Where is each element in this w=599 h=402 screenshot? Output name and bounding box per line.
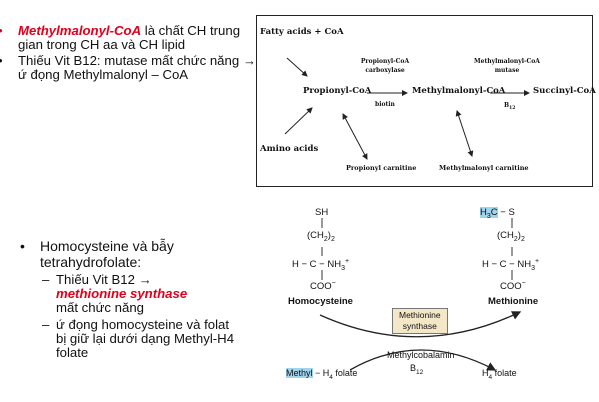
arrow-homocysteine-to-methionine bbox=[319, 311, 522, 338]
bullet-text: là chất CH trung gian trong CH aa và CH … bbox=[18, 23, 241, 52]
arrow-fatty-to-propionyl bbox=[286, 57, 308, 77]
bullet-methylmalonyl: • Methylmalonyl-CoA là chất CH trung gia… bbox=[0, 23, 258, 52]
methyl-h4-folate: Methyl − H4 folate bbox=[286, 368, 358, 381]
arrow-amino-to-propionyl bbox=[284, 107, 313, 135]
carboxylate-right: COO− bbox=[500, 280, 526, 293]
biotin-label: biotin bbox=[375, 101, 395, 108]
homocysteine-bullets: • Homocysteine và bẫy tetrahydrofolate: … bbox=[20, 238, 260, 360]
methionine-synthase-emphasis: methionine synthase bbox=[56, 286, 188, 301]
methylmalonyl-emphasis: Methylmalonyl-CoA bbox=[18, 23, 142, 38]
propionate-pathway-figure: Fatty acids + CoA Propionyl-CoA Propiony… bbox=[256, 15, 596, 187]
sh-group: SH bbox=[315, 207, 329, 218]
methyl-thio-group: H3C − S bbox=[480, 207, 515, 220]
bullet-b12-deficiency: • Thiếu Vit B12: mutase mất chức năng → … bbox=[0, 53, 258, 82]
methylmalonyl-coa-label: Methylmalonyl-CoA bbox=[412, 86, 506, 96]
bullet-dot: • bbox=[0, 54, 3, 68]
succinyl-coa-label: Succinyl-CoA bbox=[533, 86, 596, 96]
dash: – bbox=[42, 272, 50, 287]
arrow-methyl-folate-to-folate bbox=[349, 349, 497, 371]
ch2-group-left: (CH2)2 bbox=[307, 230, 335, 243]
b12-label: B12 bbox=[504, 102, 516, 112]
b12-cofactor-label: B12 bbox=[410, 363, 424, 376]
sub-text: Thiếu Vit B12 → bbox=[56, 272, 152, 287]
methylcobalamin-label: Methylcobalamin bbox=[387, 350, 455, 360]
bullet-homocysteine: • Homocysteine và bẫy tetrahydrofolate: bbox=[20, 238, 260, 270]
h4-folate: H4 folate bbox=[482, 368, 517, 381]
methionine-label: Methionine bbox=[488, 296, 539, 307]
propionyl-carnitine-label: Propionyl carnitine bbox=[346, 164, 417, 172]
propionyl-coa-label: Propionyl-CoA bbox=[303, 86, 372, 96]
arrow-propionyl-carnitine bbox=[342, 113, 368, 160]
arrow-methylmalonyl-carnitine bbox=[455, 110, 474, 157]
bullet-dot: • bbox=[20, 238, 25, 254]
amino-acids-label: Amino acids bbox=[260, 144, 319, 154]
sub-bullet-folate-trap: – ứ đọng homocysteine và folat bị giữ lạ… bbox=[42, 317, 236, 360]
carboxylate-left: COO− bbox=[310, 280, 336, 293]
fatty-acids-label: Fatty acids + CoA bbox=[260, 27, 344, 37]
bullet-text: Thiếu Vit B12: mutase mất chức năng → ứ … bbox=[18, 53, 257, 82]
methylmalonyl-carnitine-label: Methylmalonyl carnitine bbox=[439, 164, 529, 172]
methyl-highlight: Methyl bbox=[286, 368, 313, 378]
alpha-carbon-right: H − C − NH3+ bbox=[482, 258, 540, 273]
pathway-arrows bbox=[284, 57, 530, 160]
h3c-highlight: H3C bbox=[480, 207, 498, 220]
ch2-group-right: (CH2)2 bbox=[497, 230, 525, 243]
dash: – bbox=[42, 317, 50, 332]
top-bullet-list: • Methylmalonyl-CoA là chất CH trung gia… bbox=[0, 23, 258, 84]
bullet-text: Homocysteine và bẫy tetrahydrofolate: bbox=[40, 238, 174, 270]
reaction-lines bbox=[319, 218, 522, 371]
bullet-dot: • bbox=[0, 24, 3, 38]
sub-text: ứ đọng homocysteine và folat bị giữ lại … bbox=[56, 317, 235, 360]
homocysteine-label: Homocysteine bbox=[288, 296, 353, 307]
sub-text: mất chức năng bbox=[56, 300, 144, 315]
sub-bullet-synthase: – Thiếu Vit B12 → methionine synthase mấ… bbox=[42, 272, 260, 315]
alpha-carbon-left: H − C − NH3+ bbox=[292, 258, 350, 273]
methionine-synthase-reaction: SH (CH2)2 H − C − NH3+ COO− Homocysteine… bbox=[270, 200, 590, 400]
